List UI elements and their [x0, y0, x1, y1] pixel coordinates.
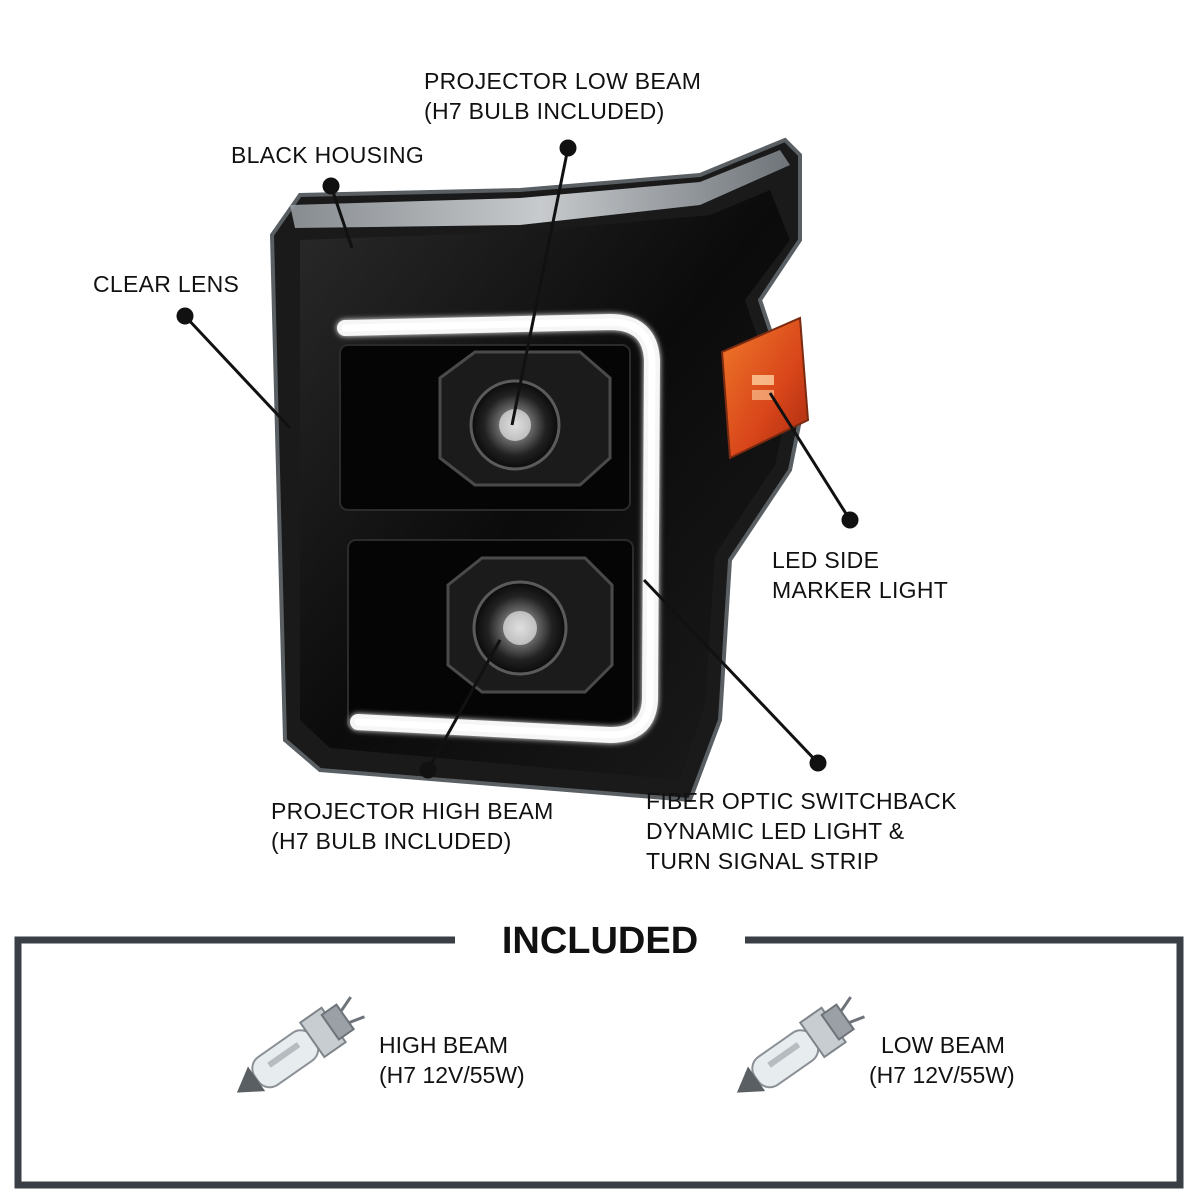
callout-leader-lines	[176, 139, 859, 779]
callout-line: PROJECTOR LOW BEAM	[424, 68, 702, 94]
bulb-label-low-beam: LOW BEAM (H7 12V/55W)	[869, 1030, 1015, 1090]
callout-line: TURN SIGNAL STRIP	[646, 848, 879, 874]
callout-line: BLACK HOUSING	[231, 142, 425, 168]
callout-line: CLEAR LENS	[93, 271, 240, 297]
callout-clear-lens: CLEAR LENS	[93, 269, 239, 299]
callout-black-housing: BLACK HOUSING	[231, 140, 424, 170]
bulb-label-line: HIGH BEAM	[379, 1032, 509, 1058]
callout-line: (H7 BULB INCLUDED)	[424, 98, 665, 124]
included-frame	[14, 936, 1184, 1189]
callout-projector-low-beam: PROJECTOR LOW BEAM (H7 BULB INCLUDED)	[424, 66, 701, 126]
callout-line: PROJECTOR HIGH BEAM	[271, 798, 554, 824]
headlight-image	[269, 137, 810, 803]
bulb-label-line: (H7 12V/55W)	[379, 1062, 525, 1088]
callout-line: (H7 BULB INCLUDED)	[271, 828, 512, 854]
h7-bulb-icon	[236, 996, 365, 1093]
included-title: INCLUDED	[455, 918, 745, 964]
bulb-label-line: (H7 12V/55W)	[869, 1062, 1015, 1088]
callout-line: MARKER LIGHT	[772, 577, 949, 603]
callout-fiber-optic-strip: FIBER OPTIC SWITCHBACK DYNAMIC LED LIGHT…	[646, 786, 957, 876]
callout-line: DYNAMIC LED LIGHT &	[646, 818, 905, 844]
bulb-label-high-beam: HIGH BEAM (H7 12V/55W)	[379, 1030, 525, 1090]
h7-bulb-icon	[736, 996, 865, 1093]
callout-projector-high-beam: PROJECTOR HIGH BEAM (H7 BULB INCLUDED)	[271, 796, 554, 856]
callout-led-side-marker: LED SIDE MARKER LIGHT	[772, 545, 948, 605]
callout-line: FIBER OPTIC SWITCHBACK	[646, 788, 957, 814]
callout-line: LED SIDE	[772, 547, 880, 573]
bulb-label-line: LOW BEAM	[881, 1032, 1005, 1058]
